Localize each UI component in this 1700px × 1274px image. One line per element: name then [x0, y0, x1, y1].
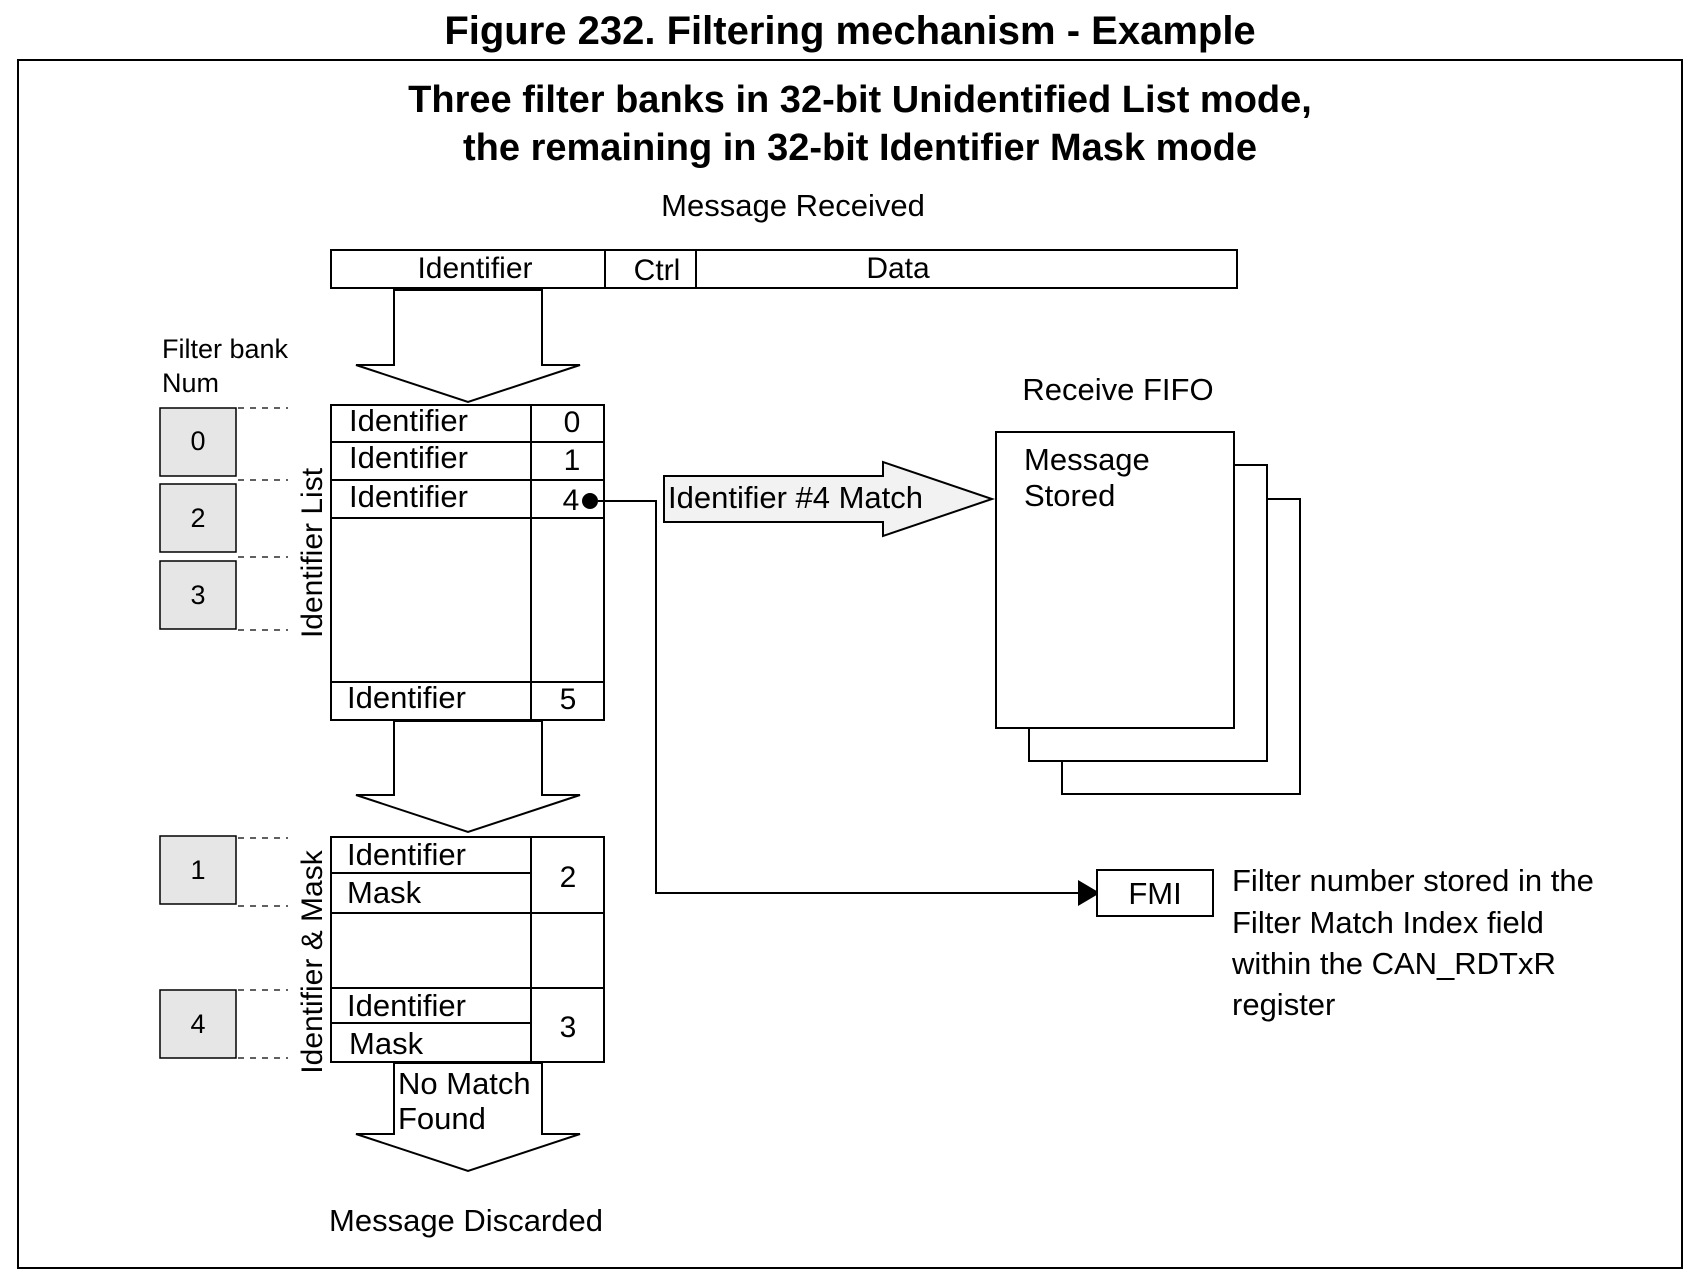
- list-row-0-label: Identifier: [349, 403, 468, 438]
- list-row-2-index: 4: [563, 484, 580, 517]
- svg-text:1: 1: [190, 855, 205, 885]
- svg-text:2: 2: [190, 503, 205, 533]
- message-data-field: Data: [866, 252, 930, 285]
- svg-text:0: 0: [190, 426, 205, 456]
- filter-bank-header-1: Filter bank: [162, 334, 289, 364]
- match-arrow: [663, 460, 996, 538]
- figure-caption: Figure 232. Filtering mechanism - Exampl…: [444, 9, 1255, 53]
- list-row-2-label: Identifier: [349, 479, 468, 514]
- fmi-label: FMI: [1128, 876, 1181, 911]
- message-received-label: Message Received: [661, 188, 925, 223]
- match-dot: [582, 493, 598, 509]
- mask-group-0-mask: Mask: [347, 875, 422, 910]
- no-match-line-1: No Match: [398, 1066, 531, 1101]
- down-arrow-3: [355, 1062, 581, 1173]
- receive-fifo-title: Receive FIFO: [1022, 372, 1213, 407]
- fmi-box: FMI: [1096, 869, 1214, 917]
- figure-frame: [17, 59, 1683, 1269]
- heading-line-2: the remaining in 32-bit Identifier Mask …: [463, 127, 1257, 169]
- svg-text:4: 4: [190, 1009, 205, 1039]
- mask-bank-guides: [238, 837, 288, 1059]
- list-row-1-label: Identifier: [349, 440, 468, 475]
- message-identifier-field: Identifier: [417, 252, 532, 285]
- filter-bank-4: 4: [159, 989, 237, 1059]
- list-row-3-index: 5: [560, 683, 577, 716]
- mask-group-0-index: 2: [560, 861, 577, 894]
- down-arrow-1: [355, 289, 581, 404]
- heading-line-1: Three filter banks in 32-bit Unidentifie…: [408, 79, 1312, 121]
- fmi-connector: [598, 500, 1080, 894]
- list-row-3-label: Identifier: [347, 680, 466, 715]
- fifo-message-line-1: Message: [1024, 442, 1150, 477]
- filter-bank-1: 1: [159, 835, 237, 905]
- no-match-line-2: Found: [398, 1101, 486, 1136]
- filter-bank-2: 2: [159, 483, 237, 553]
- filter-bank-header-2: Num: [162, 368, 219, 398]
- fifo-message-line-2: Stored: [1024, 478, 1115, 513]
- mask-group-1-index: 3: [560, 1011, 577, 1044]
- identifier-list-table: Identifier 0 Identifier 1 Identifier 4 I…: [330, 403, 605, 721]
- down-arrow-2: [355, 720, 581, 834]
- message-ctrl-field: Ctrl: [634, 254, 681, 287]
- message-discarded-label: Message Discarded: [329, 1203, 603, 1238]
- filter-bank-3: 3: [159, 560, 237, 630]
- svg-text:3: 3: [190, 580, 205, 610]
- fmi-note-line-2: Filter Match Index field: [1232, 905, 1544, 940]
- list-row-0-index: 0: [564, 406, 581, 439]
- identifier-list-side-label: Identifier List: [296, 467, 329, 638]
- receive-fifo-stack: Message Stored: [995, 431, 1301, 795]
- list-row-1-index: 1: [564, 444, 581, 477]
- list-bank-guides: [238, 407, 288, 631]
- identifier-mask-side-label: Identifier & Mask: [296, 849, 329, 1073]
- fmi-note-line-4: register: [1232, 987, 1335, 1022]
- message-frame: Identifier Ctrl Data: [330, 249, 1238, 289]
- mask-group-0-identifier: Identifier: [347, 837, 466, 872]
- fmi-arrowhead: [1078, 880, 1100, 906]
- filter-bank-0: 0: [159, 407, 237, 477]
- identifier-mask-table: Identifier Mask 2 Identifier Mask 3: [330, 836, 605, 1063]
- fmi-note-line-3: within the CAN_RDTxR: [1231, 946, 1556, 981]
- mask-group-1-mask: Mask: [349, 1026, 424, 1061]
- mask-group-1-identifier: Identifier: [347, 988, 466, 1023]
- match-arrow-label: Identifier #4 Match: [668, 480, 923, 515]
- fmi-note-line-1: Filter number stored in the: [1232, 863, 1594, 898]
